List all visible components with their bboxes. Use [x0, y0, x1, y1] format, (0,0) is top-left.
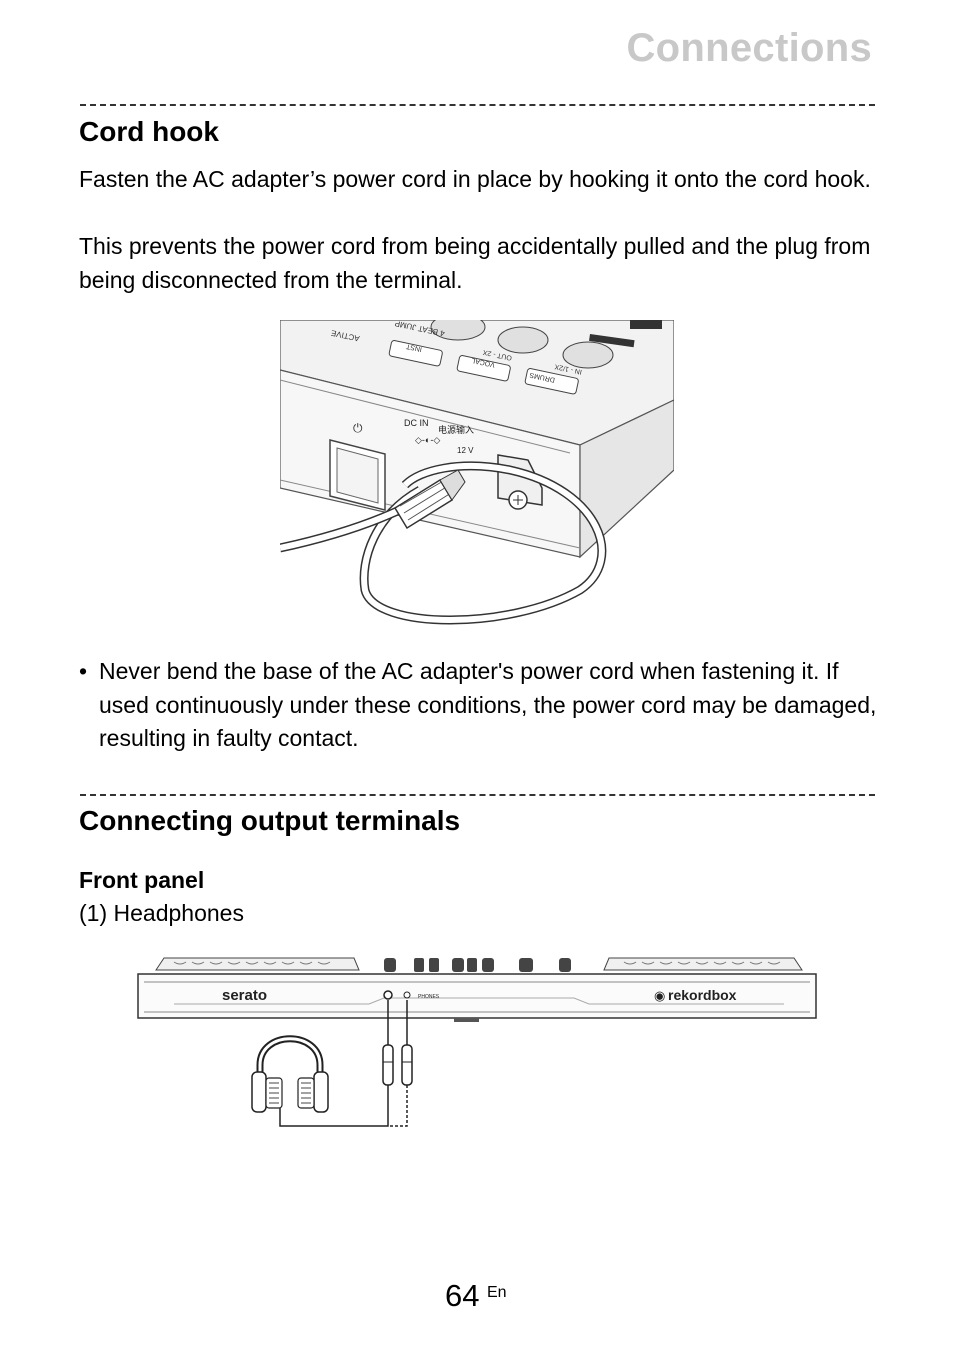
cord-hook-note-text: Never bend the base of the AC adapter's … — [99, 658, 877, 751]
dc-in-cn-label: 电源输入 — [438, 424, 474, 435]
rekordbox-logo-icon: ◉ — [654, 988, 665, 1003]
page-number: 64 — [445, 1278, 480, 1313]
rekordbox-logo: rekordbox — [668, 987, 737, 1003]
cord-hook-note: • Never bend the base of the AC adapter'… — [79, 655, 879, 756]
language-label: En — [487, 1284, 507, 1301]
headphones-icon — [251, 1035, 329, 1113]
cord-hook-paragraph-2: This prevents the power cord from being … — [79, 233, 871, 293]
cord-hook-paragraph-1: Fasten the AC adapter’s power cord in pl… — [79, 166, 871, 192]
cord-hook-heading: Cord hook — [79, 116, 219, 147]
front-panel-illustration: serato ◉ rekordbox PHONES — [137, 957, 817, 1127]
cord-hook-illustration: ACTIVE 4 BEAT JUMP INST VOCAL DRUMS OUT … — [280, 320, 674, 625]
headphones-item: (1) Headphones — [79, 900, 244, 926]
front-panel-heading: Front panel — [79, 867, 205, 893]
polarity-icon: ◇-◐-◇ — [415, 435, 440, 445]
power-icon: ⏻ — [353, 421, 363, 435]
bullet-dot: • — [79, 658, 88, 684]
section-divider — [80, 794, 875, 796]
vocal-label: VOCAL — [471, 356, 496, 368]
section-divider — [80, 104, 875, 106]
dc-in-label: DC IN — [404, 418, 429, 428]
serato-logo: serato — [222, 987, 267, 1004]
chapter-title: Connections — [626, 26, 872, 70]
output-terminals-heading: Connecting output terminals — [79, 805, 461, 836]
inst-label: INST — [405, 342, 423, 352]
phones-label: PHONES — [418, 994, 440, 1000]
voltage-label: 12 V — [457, 446, 474, 455]
